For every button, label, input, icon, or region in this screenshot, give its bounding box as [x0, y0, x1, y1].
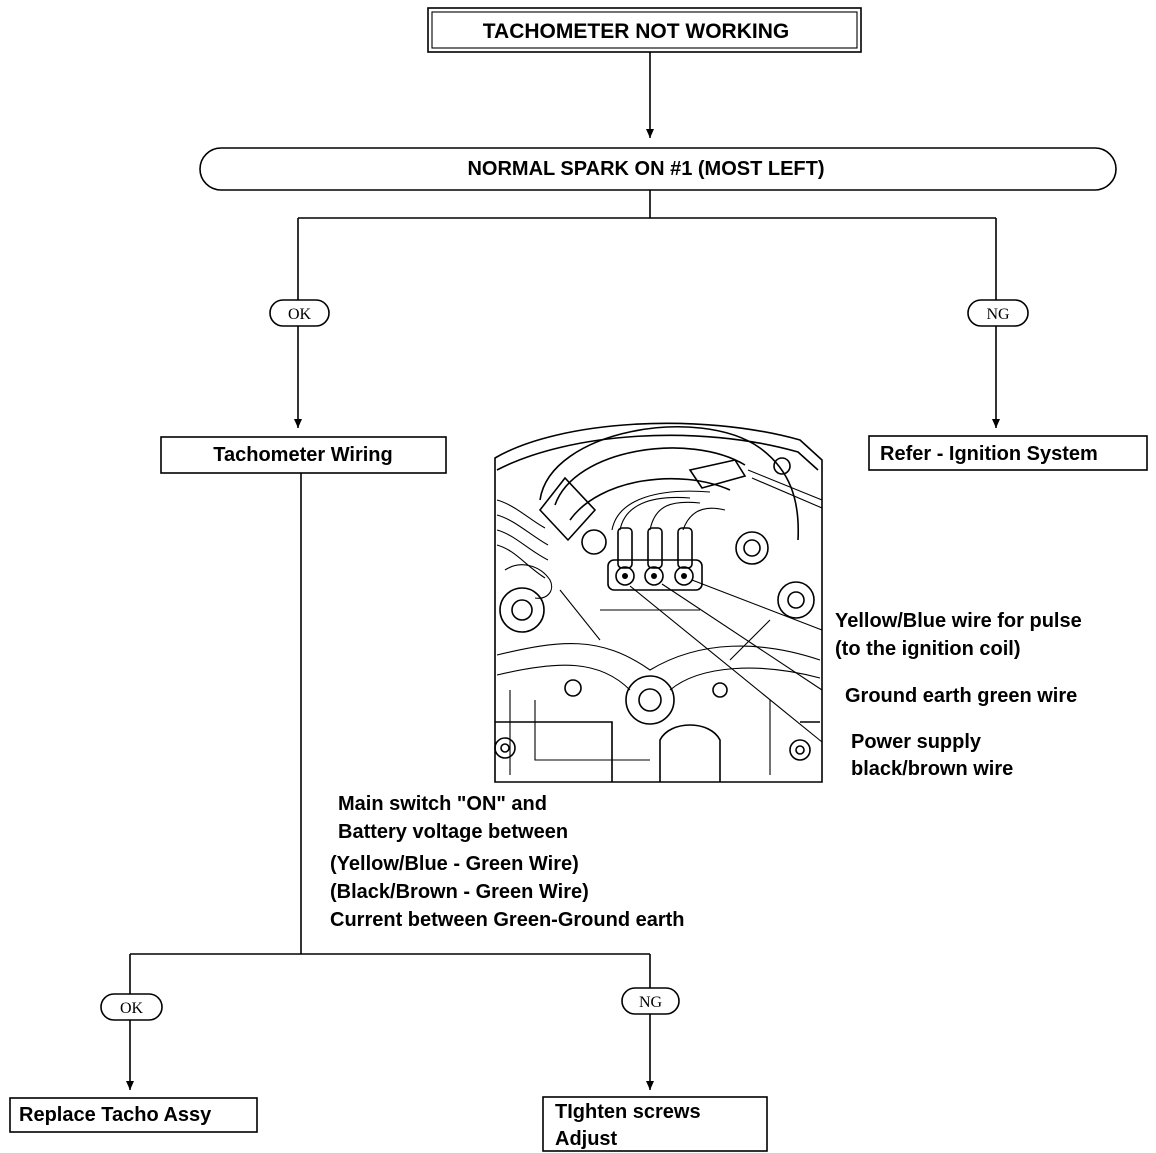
wire-callouts: Yellow/Blue wire for pulse (to the ignit…	[835, 610, 1082, 780]
spark-check-node: NORMAL SPARK ON #1 (MOST LEFT)	[199, 147, 1117, 191]
instruction-line-4: (Black/Brown - Green Wire)	[330, 881, 589, 903]
replace-label: Replace Tacho Assy	[19, 1104, 212, 1126]
branch-spark-ok: OK	[269, 299, 330, 327]
tacho-wiring-label: Tachometer Wiring	[213, 444, 392, 466]
callout-power-line1: Power supply	[851, 731, 982, 753]
instruction-line-5: Current between Green-Ground earth	[330, 909, 685, 931]
callout-yellow-blue-line2: (to the ignition coil)	[835, 638, 1021, 660]
callout-yellow-blue-line1: Yellow/Blue wire for pulse	[835, 610, 1082, 632]
branch-spark-ng-label: NG	[986, 306, 1010, 323]
branch-spark-ok-label: OK	[288, 306, 312, 323]
connector-spark-split	[298, 190, 996, 219]
refer-ignition-node: Refer - Ignition System	[868, 435, 1148, 471]
check-instructions: Main switch "ON" and Battery voltage bet…	[330, 793, 685, 931]
callout-ground-wire: Ground earth green wire	[845, 685, 1077, 707]
tachometer-illustration	[493, 410, 824, 784]
instruction-line-2: Battery voltage between	[338, 821, 568, 843]
tighten-node: TIghten screws Adjust	[542, 1096, 768, 1152]
instruction-line-1: Main switch "ON" and	[338, 793, 547, 815]
start-label: TACHOMETER NOT WORKING	[483, 20, 789, 43]
refer-ignition-label: Refer - Ignition System	[880, 443, 1098, 465]
spark-check-label: NORMAL SPARK ON #1 (MOST LEFT)	[467, 158, 824, 180]
branch-wiring-ng-label: NG	[639, 994, 663, 1011]
replace-node: Replace Tacho Assy	[9, 1097, 258, 1133]
callout-power-line2: black/brown wire	[851, 758, 1013, 780]
branch-wiring-ok-label: OK	[120, 1000, 144, 1017]
branch-wiring-ng: NG	[621, 987, 680, 1015]
branch-wiring-ok: OK	[100, 993, 163, 1021]
instruction-line-3: (Yellow/Blue - Green Wire)	[330, 853, 579, 875]
tighten-label-line1: TIghten screws	[555, 1101, 701, 1123]
tighten-label-line2: Adjust	[555, 1128, 618, 1150]
tacho-wiring-node: Tachometer Wiring	[160, 436, 447, 474]
start-node: TACHOMETER NOT WORKING	[427, 7, 862, 53]
branch-spark-ng: NG	[967, 299, 1029, 327]
